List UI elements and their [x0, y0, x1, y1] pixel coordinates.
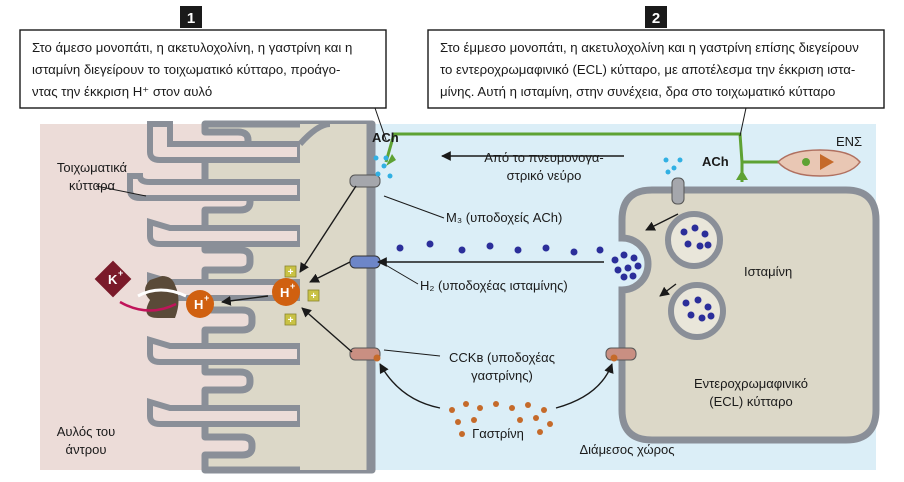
- ach-molecules: [373, 155, 683, 179]
- parietal-cells-label-1: Τοιχωματικά: [57, 160, 128, 175]
- callout-1-line-3: ντας την έκκριση H⁺ στον αυλό: [32, 84, 212, 99]
- h-ion-lumen: [186, 290, 214, 318]
- lumen-label-1: Αυλός του: [57, 424, 115, 439]
- callout-2: [427, 6, 885, 137]
- gastrin-label: Γαστρίνη: [472, 426, 524, 441]
- plus-signs: [284, 265, 320, 326]
- k-ion-label: K: [108, 272, 118, 287]
- histamine-molecules: [396, 240, 604, 256]
- lumen-label-2: άντρου: [66, 442, 107, 457]
- interstitial-label: Διάμεσος χώρος: [579, 442, 674, 457]
- histamine-granule-1: [665, 211, 723, 269]
- ecl-label-2: (ECL) κύτταρο: [709, 394, 792, 409]
- callout-2-line-1: Στο έμμεσο μονοπάτι, η ακετυλοχολίνη και…: [440, 40, 859, 55]
- plus-sign-3: +: [288, 315, 294, 326]
- h-ion-lumen-plus: +: [204, 293, 209, 303]
- callout-1-number: 1: [187, 10, 195, 27]
- plus-sign-2: +: [311, 291, 317, 302]
- ens-label: ΕΝΣ: [836, 134, 862, 149]
- h2-label: H₂ (υποδοχέας ισταμίνης): [420, 278, 568, 293]
- m3-receptor: [349, 174, 381, 188]
- k-ion: [94, 260, 132, 298]
- callout-1: [19, 6, 387, 141]
- h-ion-cell-plus: +: [290, 281, 295, 291]
- ecl-cckb-receptor: [605, 347, 637, 362]
- ecl-label-1: Εντεροχρωμαφινικό: [694, 376, 808, 391]
- ens-neuron: [776, 149, 861, 177]
- k-ion-plus: +: [118, 268, 123, 278]
- callout-2-line-3: μίνης. Αυτή η ισταμίνη, στην συνέχεια, δ…: [440, 84, 835, 99]
- vagus-label-2: στρικό νεύρο: [507, 168, 582, 183]
- cckb-label-1: CCKʙ (υποδοχέας: [449, 350, 555, 365]
- signal-arrows: [221, 151, 679, 409]
- cckb-label-2: γαστρίνης): [471, 368, 533, 383]
- h-ion-cell: [272, 278, 300, 306]
- gastrin-molecules: [449, 401, 553, 437]
- callout-2-line-2: το εντεροχρωμαφινικό (ECL) κύτταρο, με α…: [440, 62, 855, 77]
- callout-2-number: 2: [652, 10, 660, 27]
- cckb-receptor: [349, 347, 381, 362]
- plus-sign-1: +: [288, 267, 294, 278]
- ecl-m3-receptor: [671, 177, 685, 205]
- vagus-label-1: Από το πνευμονογα-: [484, 150, 603, 165]
- m3-label: M₃ (υποδοχείς ACh): [446, 210, 562, 225]
- h-ion-lumen-label: H: [194, 297, 203, 312]
- histamine-label: Ισταμίνη: [744, 264, 792, 279]
- h-ion-cell-label: H: [280, 285, 289, 300]
- callout-1-line-2: ισταμίνη διεγείρουν το τοιχωματικό κύττα…: [32, 62, 340, 77]
- callout-1-line-1: Στο άμεσο μονοπάτι, η ακετυλοχολίνη, η γ…: [32, 40, 352, 55]
- label-leaders: [95, 185, 445, 357]
- ach-label-left: ACh: [372, 130, 399, 145]
- h2-receptor: [349, 255, 381, 269]
- parietal-cells-label-2: κύτταρα: [69, 178, 116, 193]
- proton-pump: [119, 276, 187, 318]
- histamine-granule-2: [668, 282, 726, 340]
- ach-label-right: ACh: [702, 154, 729, 169]
